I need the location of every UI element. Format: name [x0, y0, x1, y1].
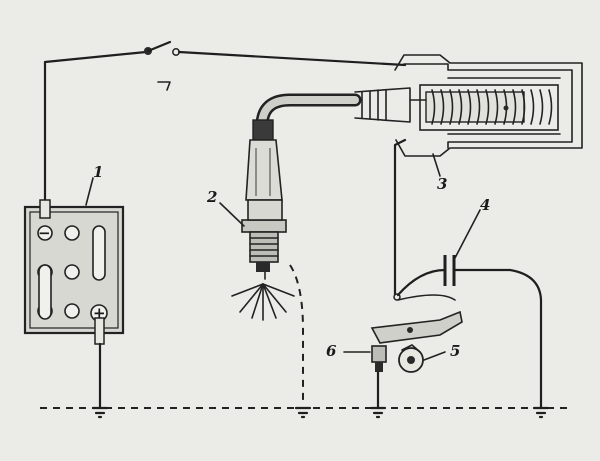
switch-to-coil-wire [177, 50, 407, 67]
breaker-contacts [370, 310, 463, 372]
plug-ground-path [289, 264, 304, 405]
battery-to-switch-wire [43, 50, 148, 207]
capacitor-wire-left [396, 268, 447, 297]
label-battery: 1 [93, 163, 103, 181]
label-capacitor: 4 [480, 196, 490, 214]
ground-symbol-icon [532, 406, 550, 419]
label-breaker-contacts: 6 [326, 342, 337, 360]
ground-symbol-icon [369, 406, 387, 419]
battery [23, 199, 125, 345]
coil-to-breaker-wire [393, 138, 407, 297]
cam [398, 344, 424, 373]
capacitor [443, 255, 456, 286]
capacitor-wire-right [452, 268, 543, 410]
spark-plug [241, 119, 287, 280]
battery-plus-sign: + [93, 304, 106, 322]
label-spark-plug: 2 [206, 188, 217, 206]
label-cam: 5 [450, 342, 460, 360]
ignition-coil [354, 54, 583, 157]
battery-minus-sign: − [38, 224, 51, 242]
ignition-switch-icon [144, 40, 180, 91]
spark-icon [231, 283, 295, 321]
label-ignition-coil: 3 [437, 175, 447, 193]
ground-symbol-icon [294, 406, 312, 419]
ground-symbol-icon [91, 406, 109, 419]
